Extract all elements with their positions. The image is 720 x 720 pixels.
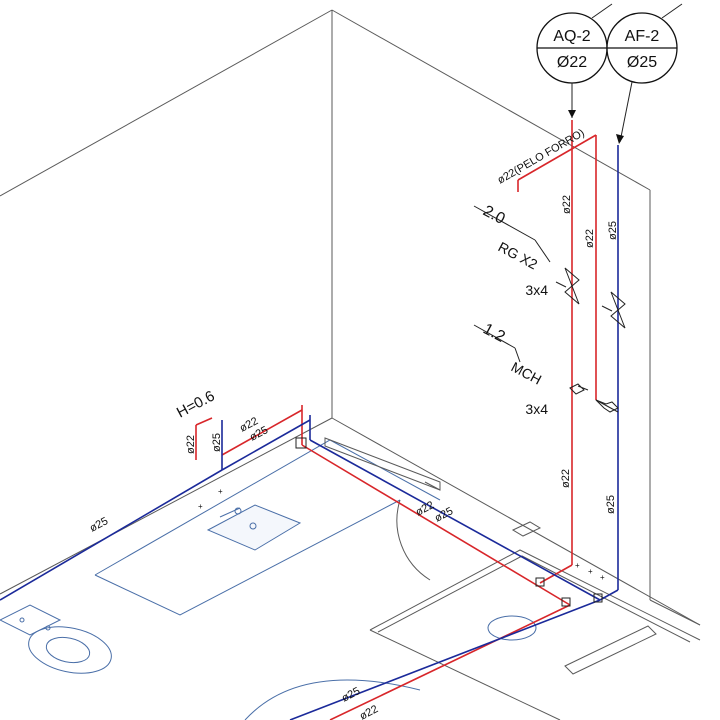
hot-floor-elbow bbox=[539, 564, 573, 584]
shower-drain bbox=[487, 615, 537, 641]
toilet-bowl-inner bbox=[45, 636, 91, 664]
shower-tray-back bbox=[369, 549, 701, 641]
floor-right-return bbox=[649, 599, 701, 626]
mixer-link bbox=[595, 399, 619, 413]
plus-mark: + bbox=[575, 561, 580, 570]
arrow-icon bbox=[616, 134, 624, 144]
valve-annotation-2: 1.2 MCH 3x4 bbox=[473, 321, 548, 417]
valve-icon bbox=[564, 267, 580, 305]
tag-leader bbox=[619, 81, 633, 143]
pipe-fitting bbox=[535, 577, 545, 587]
plus-mark: + bbox=[600, 573, 605, 582]
door-swing-arc bbox=[396, 499, 431, 581]
cold-water-pipes bbox=[0, 145, 619, 720]
valve-annotation-1: 2.0 RG X2 3x4 bbox=[473, 203, 551, 298]
annotation-underline bbox=[473, 205, 536, 241]
tag-cold-id: AF-2 bbox=[625, 28, 660, 45]
plus-mark: + bbox=[218, 487, 223, 496]
floor-outline-back bbox=[94, 439, 441, 576]
tag-leader-top bbox=[661, 3, 683, 19]
floor-right-edge bbox=[331, 417, 701, 626]
drain-grille-end bbox=[424, 481, 441, 491]
valve-icon bbox=[610, 291, 626, 329]
label-hot-riser-inner: ø22 bbox=[584, 229, 596, 248]
hot-ceiling-run bbox=[517, 134, 597, 181]
tag-hot-diameter: Ø22 bbox=[557, 54, 587, 71]
shower-tray-front bbox=[369, 629, 561, 720]
cold-sink-branch bbox=[221, 419, 311, 471]
valve2-type: MCH bbox=[509, 359, 545, 388]
plus-mark: + bbox=[198, 502, 203, 511]
room-walls bbox=[0, 9, 701, 626]
tag-cold-diameter: Ø25 bbox=[627, 54, 657, 71]
shower-block bbox=[511, 521, 542, 537]
hot-bottom-run bbox=[329, 604, 571, 720]
pipe-fitting bbox=[295, 437, 307, 449]
valves bbox=[295, 267, 626, 607]
pipe-labels: ø22(PELO FORRO) ø22 ø22 ø25 ø22 ø25 H=0.… bbox=[88, 127, 619, 720]
plus-mark: + bbox=[588, 567, 593, 576]
valve1-size: 3x4 bbox=[525, 282, 548, 298]
annotation-leader bbox=[534, 239, 551, 263]
shower-grille bbox=[564, 625, 657, 675]
drain-grille-top bbox=[324, 437, 441, 491]
toilet-button bbox=[45, 625, 51, 631]
tag-hot-id: AQ-2 bbox=[553, 28, 590, 45]
cold-wall-run bbox=[0, 469, 223, 601]
floor-left-edge bbox=[0, 417, 333, 595]
annotation-underline bbox=[473, 324, 516, 349]
label-cold-riser-upper: ø25 bbox=[607, 221, 619, 240]
mixer-fitting-icon bbox=[595, 399, 619, 413]
wall-top-left-edge bbox=[0, 9, 333, 197]
valve2-size: 3x4 bbox=[525, 401, 548, 417]
hot-floor-run bbox=[301, 444, 571, 606]
label-hot-riser-upper: ø22 bbox=[561, 195, 573, 214]
sink-faucet bbox=[219, 507, 241, 518]
pipe-fitting bbox=[593, 593, 603, 603]
valve1-type: RG X2 bbox=[496, 239, 541, 273]
floor-arc bbox=[244, 679, 421, 720]
tag-hot: AQ-2 Ø22 bbox=[536, 3, 613, 118]
toilet-tank bbox=[0, 604, 62, 636]
sink-faucet-knob bbox=[234, 507, 242, 515]
label-wall-run-cold: ø25 bbox=[88, 515, 110, 535]
floor-outline-front bbox=[94, 499, 401, 616]
annotation-leader bbox=[514, 347, 521, 363]
label-hot-riser-lower: ø22 bbox=[560, 469, 572, 488]
pipe-fitting bbox=[561, 597, 571, 607]
label-cold-riser-lower: ø25 bbox=[605, 495, 617, 514]
label-sink-height: H=0.6 bbox=[174, 388, 218, 422]
mixer-fitting-icon bbox=[569, 383, 589, 395]
cold-floor-elbow bbox=[599, 589, 619, 601]
sink-basin bbox=[206, 504, 302, 551]
wall-top-right-edge bbox=[331, 9, 651, 191]
label-floor-run-cold: ø25 bbox=[433, 505, 455, 525]
toilet-button bbox=[19, 617, 25, 623]
label-sink-cold: ø25 bbox=[211, 433, 223, 452]
fixtures: + + + + + bbox=[0, 437, 701, 720]
hot-sink-stub-top bbox=[195, 417, 213, 426]
hot-sink-branch bbox=[221, 409, 303, 456]
sink-drain bbox=[249, 522, 257, 530]
label-riser-top: ø22(PELO FORRO) bbox=[496, 127, 587, 187]
cold-bottom-run bbox=[289, 599, 601, 720]
valve-handle bbox=[555, 281, 567, 288]
hot-water-pipes bbox=[195, 120, 597, 720]
toilet-bowl-outer bbox=[28, 626, 112, 674]
valve-handle bbox=[601, 305, 613, 312]
cold-floor-run bbox=[309, 439, 601, 601]
tag-leader-top bbox=[591, 3, 613, 19]
label-sink-hot: ø22 bbox=[185, 435, 197, 454]
arrow-icon bbox=[568, 110, 576, 118]
label-bottom-cold: ø25 bbox=[340, 685, 362, 705]
shower-tray-inner bbox=[377, 555, 691, 643]
tag-cold: AF-2 Ø25 bbox=[606, 3, 683, 144]
valve1-height: 2.0 bbox=[480, 203, 508, 228]
